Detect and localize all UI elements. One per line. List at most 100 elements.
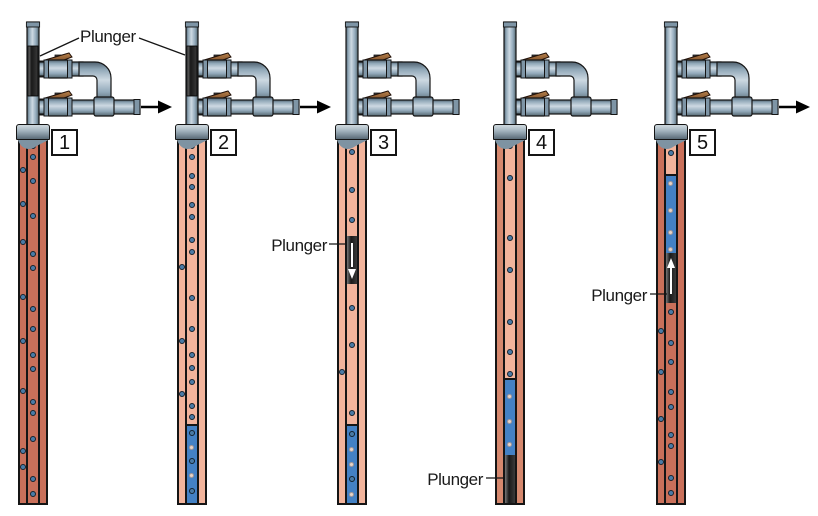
tubing-wall <box>515 140 517 503</box>
valve-flange <box>67 59 73 79</box>
elbow-pipe <box>397 61 431 103</box>
gas-bubble <box>189 249 195 255</box>
gas-bubble <box>30 306 36 312</box>
liquid-bubble <box>349 461 354 467</box>
gas-bubble <box>507 349 513 355</box>
lower-valve-body <box>365 97 389 117</box>
plunger-label: Plunger <box>427 470 483 489</box>
gas-bubble <box>20 294 26 300</box>
gas-bubble <box>20 239 26 245</box>
gas-bubble <box>668 359 674 365</box>
lower-valve-body <box>523 97 547 117</box>
upper-valve-body <box>205 59 229 79</box>
flowline-end-coupling <box>133 99 141 115</box>
gas-bubble <box>507 371 513 377</box>
upper-valve-body <box>684 59 708 79</box>
casing-head <box>335 124 369 140</box>
gas-bubble <box>30 352 36 358</box>
stage-number-badge: 4 <box>528 129 555 156</box>
elbow-pipe <box>78 61 112 103</box>
gas-bubble <box>189 430 195 436</box>
lower-valve-body <box>46 97 70 117</box>
valve-flange <box>226 59 232 79</box>
liquid-bubble <box>349 491 354 497</box>
gas-bubble <box>189 379 195 385</box>
gas-bubble <box>668 389 674 395</box>
gas-bubble <box>189 295 195 301</box>
pipe-top-coupling <box>502 21 518 28</box>
stage-number-badge: 3 <box>370 129 397 156</box>
gas-bubble <box>189 352 195 358</box>
liquid-slug <box>505 378 515 455</box>
upper-valve-body <box>365 59 389 79</box>
gas-bubble <box>179 338 185 344</box>
casing-head-curve-shape <box>495 140 525 150</box>
gas-bubble <box>668 340 674 346</box>
valve-flange <box>520 97 526 117</box>
liquid-bubble <box>668 207 673 213</box>
plunger-segment <box>347 236 357 284</box>
gas-bubble <box>20 464 26 470</box>
casing-head-curve-shape <box>18 140 48 150</box>
gas-bubble <box>349 431 355 437</box>
liquid-bubble <box>507 441 512 447</box>
gas-bubble <box>658 369 664 375</box>
casing-head-curve <box>337 139 367 151</box>
stage-number-badge: 5 <box>689 129 716 156</box>
flowline-end-coupling <box>771 99 779 115</box>
gas-bubble <box>189 214 195 220</box>
gas-bubble <box>349 342 355 348</box>
plunger-label: Plunger <box>80 27 136 46</box>
gas-bubble <box>20 201 26 207</box>
gas-bubble <box>349 305 355 311</box>
tubing-wall <box>197 140 199 503</box>
gas-bubble <box>189 202 195 208</box>
valve-flange <box>681 59 687 79</box>
tubing-wall <box>38 140 40 503</box>
flowline-end-coupling <box>292 99 300 115</box>
valve-flange <box>544 59 550 79</box>
gas-bubble <box>658 459 664 465</box>
wellhead-stage-3 <box>344 21 460 130</box>
casing-head-curve <box>495 139 525 151</box>
tubing-wall <box>357 140 359 503</box>
gas-bubble <box>179 391 185 397</box>
flow-arrow-head <box>158 100 172 114</box>
gas-bubble <box>668 443 674 449</box>
plunger-motion-arrow-shaft <box>351 243 353 267</box>
lower-valve-body <box>205 97 229 117</box>
gas-bubble <box>30 366 36 372</box>
tee-fitting <box>570 96 592 117</box>
casing-head <box>175 124 209 140</box>
upper-valve-body <box>523 59 547 79</box>
plunger-motion-arrow-head <box>667 258 675 268</box>
tubing-wall <box>503 140 505 503</box>
valve-flange <box>362 59 368 79</box>
tubing-wall <box>185 140 187 503</box>
casing-head-curve-shape <box>337 140 367 150</box>
liquid-bubble <box>668 229 673 235</box>
valve-flange <box>67 97 73 117</box>
gas-bubble <box>349 187 355 193</box>
gas-bubble <box>349 149 355 155</box>
pipe-top-coupling <box>184 21 200 28</box>
stage-number-badge: 1 <box>51 129 78 156</box>
liquid-bubble <box>507 418 512 424</box>
casing-head-curve <box>656 139 686 151</box>
tubing-gas-column <box>505 140 515 378</box>
tubing-wall <box>345 140 347 503</box>
gas-bubble <box>30 178 36 184</box>
valve-flange <box>544 97 550 117</box>
gas-bubble <box>339 369 345 375</box>
pipe-top-coupling <box>25 21 41 28</box>
lower-valve-body <box>684 97 708 117</box>
casing-head-curve-shape <box>177 140 207 150</box>
casing-head-curve <box>18 139 48 151</box>
gas-bubble <box>30 476 36 482</box>
valve-flange <box>226 97 232 117</box>
gas-bubble <box>189 414 195 420</box>
gas-bubble <box>30 213 36 219</box>
plunger-label: Plunger <box>271 236 327 255</box>
wellhead-stage-5 <box>663 21 810 130</box>
valve-flange <box>681 97 687 117</box>
